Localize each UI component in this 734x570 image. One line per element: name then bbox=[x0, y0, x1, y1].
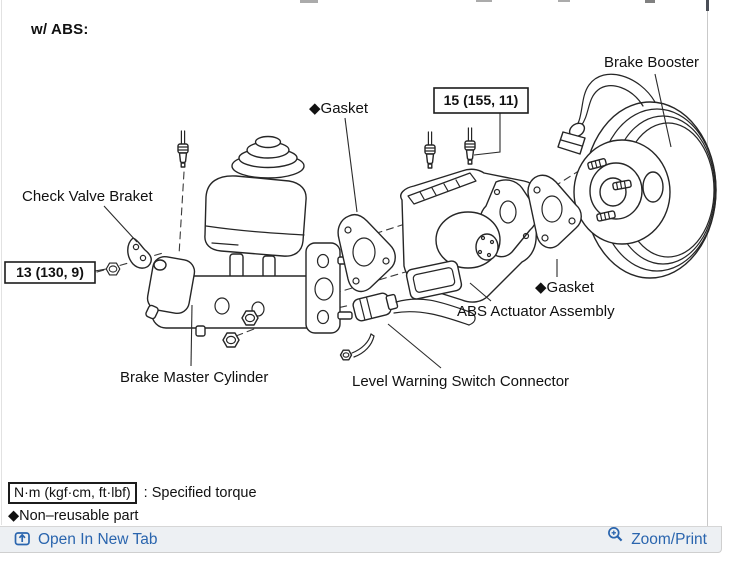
torque-legend-row: N·m (kgf·cm, ft·lbf) : Specified torque bbox=[8, 482, 257, 504]
non-reusable-note: ◆Non–reusable part bbox=[8, 508, 139, 524]
torque-spec-13: 13 (130, 9) bbox=[4, 261, 96, 284]
torque-unit-box: N·m (kgf·cm, ft·lbf) bbox=[8, 482, 137, 504]
footer-toolbar: Open In New Tab Zoom/Print bbox=[0, 526, 722, 553]
abs-actuator-label: ABS Actuator Assembly bbox=[457, 303, 615, 320]
open-in-new-tab-link[interactable]: Open In New Tab bbox=[14, 529, 157, 551]
torque-15-value: 15 (155, 11) bbox=[444, 92, 519, 108]
gasket-right-label: ◆Gasket bbox=[535, 279, 595, 296]
check-valve-bracket-label: Check Valve Braket bbox=[22, 188, 153, 205]
gasket-right-drawing bbox=[527, 174, 582, 249]
diagram-variant-title: w/ ABS: bbox=[31, 21, 89, 38]
level-warning-connector-label: Level Warning Switch Connector bbox=[352, 373, 569, 390]
gasket-left-label: ◆Gasket bbox=[309, 100, 369, 117]
zoom-icon bbox=[607, 526, 624, 548]
cutoff-text-remnant bbox=[558, 0, 570, 2]
gasket-left-drawing bbox=[337, 213, 396, 293]
level-warning-connector-drawing bbox=[339, 292, 476, 361]
brake-booster-label: Brake Booster bbox=[604, 54, 699, 71]
cutoff-text-remnant bbox=[645, 0, 655, 3]
check-valve-bracket-drawing bbox=[127, 237, 152, 269]
brake-master-cylinder-drawing bbox=[145, 135, 353, 337]
pane-right-border bbox=[707, 11, 708, 526]
pane-left-border bbox=[1, 0, 2, 525]
torque-13-value: 13 (130, 9) bbox=[16, 264, 84, 280]
brake-booster-drawing bbox=[557, 73, 717, 279]
open-in-new-tab-icon bbox=[14, 529, 31, 551]
torque-spec-15: 15 (155, 11) bbox=[433, 87, 529, 114]
mounting-nut-drawing bbox=[222, 332, 240, 348]
nut-drawing bbox=[105, 262, 121, 276]
open-in-new-tab-label: Open In New Tab bbox=[38, 530, 158, 548]
pane-right-border-top bbox=[706, 0, 709, 11]
cutoff-text-remnant bbox=[476, 0, 492, 2]
cutoff-text-remnant bbox=[300, 0, 318, 3]
diagram-legend: N·m (kgf·cm, ft·lbf) : Specified torque … bbox=[8, 482, 257, 524]
brake-master-cylinder-label: Brake Master Cylinder bbox=[120, 369, 268, 386]
zoom-print-link[interactable]: Zoom/Print bbox=[607, 526, 707, 553]
union-bolts-drawing bbox=[177, 127, 476, 169]
mounting-nut-drawing bbox=[241, 310, 259, 326]
torque-legend-text: : Specified torque bbox=[143, 485, 257, 501]
abs-actuator-drawing bbox=[400, 168, 540, 303]
label-leader-lines bbox=[94, 73, 672, 369]
zoom-print-label: Zoom/Print bbox=[631, 530, 707, 548]
